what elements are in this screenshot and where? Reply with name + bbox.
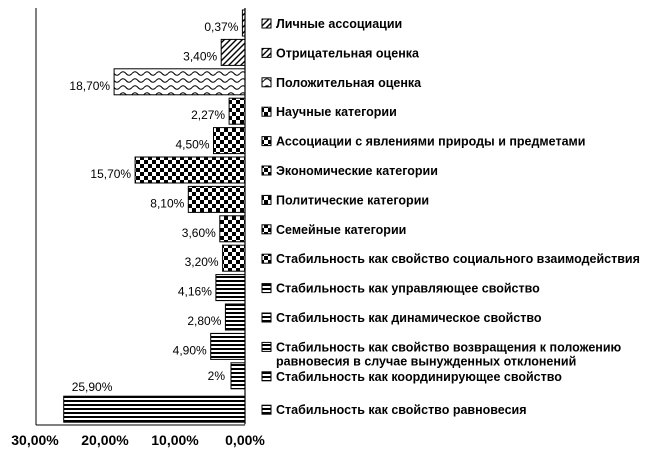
x-tick-label-1: 20,00% bbox=[81, 432, 129, 448]
value-label-9: 4,16% bbox=[178, 285, 212, 299]
legend-swatch-4 bbox=[261, 136, 272, 147]
legend-swatch-1 bbox=[261, 47, 272, 58]
value-label-5: 15,70% bbox=[90, 167, 131, 181]
legend-label-2: Положительная оценка bbox=[276, 76, 422, 90]
legend-label-11-line-0: Стабильность как свойство возвращения к … bbox=[276, 340, 622, 354]
x-tick-label-3: 0,00% bbox=[225, 432, 265, 448]
plot-area bbox=[35, 8, 245, 426]
legend-swatch-8 bbox=[261, 253, 272, 264]
legend-label-11-line-1: равновесия в случае вынужденных отклонен… bbox=[276, 354, 576, 368]
bar-8 bbox=[222, 244, 246, 272]
legend-label-4: Ассоциации с явлениями природы и предмет… bbox=[276, 135, 585, 149]
value-labels-group: 0,37% 3,40% 18,70% 2,27% 4,50% 15,70% 8,10% 3,6… bbox=[69, 20, 238, 394]
value-label-1: 3,40% bbox=[183, 49, 217, 63]
legend-label-6: Политические категории bbox=[276, 193, 429, 207]
bar-4 bbox=[213, 127, 246, 155]
legend-swatch-6 bbox=[261, 194, 272, 205]
legend-swatch-12 bbox=[261, 371, 272, 382]
bar-3 bbox=[228, 97, 246, 125]
legend-label-10: Стабильность как динамическое свойство bbox=[276, 311, 542, 325]
legend-swatch-13 bbox=[261, 404, 272, 415]
value-label-7: 3,60% bbox=[182, 226, 216, 240]
bar-11 bbox=[210, 332, 246, 360]
legend-label-0: Личные ассоциации bbox=[276, 17, 402, 31]
value-label-3: 2,27% bbox=[191, 108, 225, 122]
value-label-11: 4,90% bbox=[173, 343, 207, 357]
legend-label-1: Отрицательная оценка bbox=[276, 46, 420, 60]
bars-group bbox=[63, 9, 246, 423]
x-tick-label-2: 10,00% bbox=[151, 432, 199, 448]
legend-swatch-9 bbox=[261, 283, 272, 294]
bar-13 bbox=[63, 395, 246, 423]
value-label-0: 0,37% bbox=[204, 20, 238, 34]
bar-2 bbox=[113, 68, 246, 96]
value-label-13: 25,90% bbox=[72, 380, 113, 394]
legend-swatch-11 bbox=[261, 341, 272, 352]
value-label-12: 2% bbox=[208, 369, 226, 383]
legend-swatch-10 bbox=[261, 312, 272, 323]
value-label-2: 18,70% bbox=[69, 79, 110, 93]
legend-label-13: Стабильность как свойство равновесия bbox=[276, 403, 527, 417]
value-label-6: 8,10% bbox=[150, 196, 184, 210]
legend-label-8: Стабильность как свойство социального вз… bbox=[276, 252, 640, 266]
bar-7 bbox=[219, 215, 246, 243]
legend-swatch-3 bbox=[261, 106, 272, 117]
bar-6 bbox=[187, 185, 246, 213]
value-label-10: 2,80% bbox=[187, 314, 221, 328]
bar-5 bbox=[134, 156, 246, 184]
bar-10 bbox=[224, 303, 246, 331]
legend-label-12: Стабильность как координирующее свойство bbox=[276, 370, 562, 384]
bar-12 bbox=[230, 362, 246, 390]
legend-swatch-2 bbox=[261, 77, 272, 88]
legend-label-5: Экономические категории bbox=[276, 164, 438, 178]
legend-label-3: Научные категории bbox=[276, 105, 397, 119]
value-label-8: 3,20% bbox=[185, 255, 219, 269]
x-axis-ticks: 30,00% 20,00% 10,00% 0,00% bbox=[11, 432, 265, 448]
bar-1 bbox=[220, 38, 246, 66]
legend-swatch-0 bbox=[261, 18, 272, 29]
value-label-4: 4,50% bbox=[175, 138, 209, 152]
bar-9 bbox=[215, 274, 246, 302]
x-tick-label-0: 30,00% bbox=[11, 432, 59, 448]
legend-swatch-7 bbox=[261, 224, 272, 235]
legend-label-9: Стабильность как управляющее свойство bbox=[276, 282, 540, 296]
legend-swatch-5 bbox=[261, 165, 272, 176]
legend-label-7: Семейные категории bbox=[276, 223, 406, 237]
